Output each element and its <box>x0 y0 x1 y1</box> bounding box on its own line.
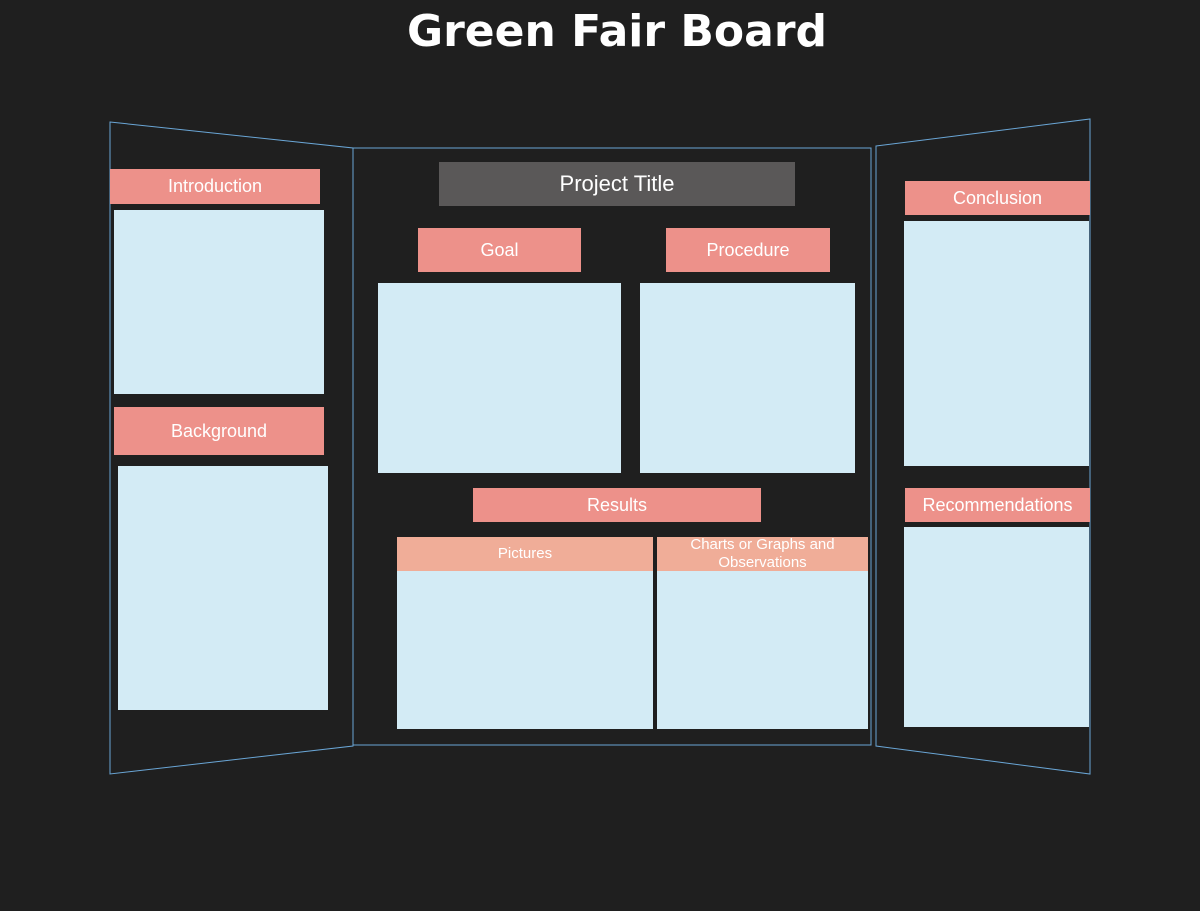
pictures-header: Pictures <box>397 537 653 571</box>
results-header: Results <box>473 488 761 522</box>
results-label: Results <box>586 494 648 515</box>
conclusion-box <box>904 221 1089 466</box>
background-label: Background <box>170 420 268 441</box>
center-panel-outline <box>352 147 872 746</box>
conclusion-header: Conclusion <box>905 181 1090 215</box>
procedure-label: Procedure <box>706 239 790 260</box>
goal-label: Goal <box>480 239 519 260</box>
goal-header: Goal <box>418 228 581 272</box>
right-panel-outline <box>875 118 1091 775</box>
background-header: Background <box>114 407 324 455</box>
procedure-box <box>640 283 855 473</box>
recommendations-label: Recommendations <box>922 494 1073 515</box>
recommendations-box <box>904 527 1089 727</box>
introduction-header: Introduction <box>110 169 320 204</box>
conclusion-label: Conclusion <box>952 187 1043 208</box>
left-panel-outline <box>109 121 354 775</box>
project-title-box: Project Title <box>439 162 795 206</box>
goal-box <box>378 283 621 473</box>
charts-label: Charts or Graphs and Observations <box>690 536 835 571</box>
page-title: Green Fair Board <box>406 6 828 57</box>
procedure-header: Procedure <box>666 228 830 272</box>
project-title-label: Project Title <box>559 171 675 196</box>
background-box <box>118 466 328 710</box>
recommendations-header: Recommendations <box>905 488 1090 522</box>
pictures-label: Pictures <box>497 545 553 562</box>
introduction-box <box>114 210 324 394</box>
charts-header: Charts or Graphs and Observations <box>657 536 868 571</box>
introduction-label: Introduction <box>167 176 263 196</box>
